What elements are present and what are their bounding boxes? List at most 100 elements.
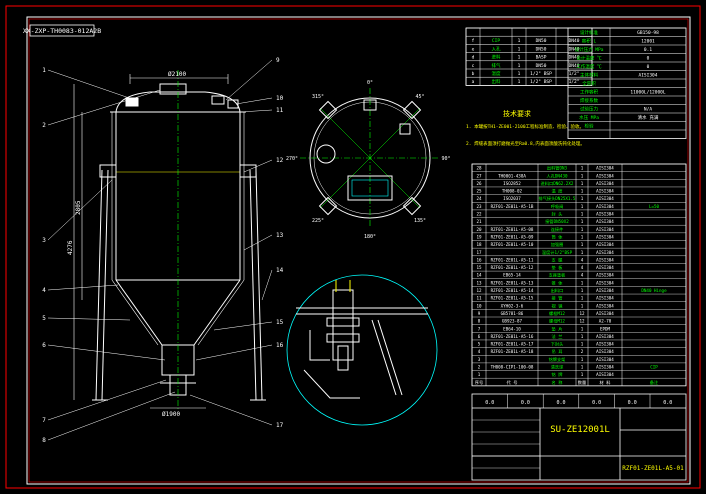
nozzle-cell: CIP <box>492 38 500 44</box>
parts-cell: 26 <box>476 181 482 186</box>
parts-cell: 呼吸阀 <box>551 203 564 210</box>
parts-cell: 2 <box>478 365 481 370</box>
param-value: 清水 充满 <box>638 114 659 121</box>
parts-cell: A2-70 <box>599 319 612 324</box>
nozzle-cell: 温度 <box>492 70 501 77</box>
parts-cell: RZF01-ZE01L-A5-13 <box>491 280 534 285</box>
detail-sight-glass <box>332 289 354 361</box>
leader-line <box>235 97 273 105</box>
parts-cell: 1 <box>581 326 584 331</box>
top-head <box>115 91 241 113</box>
param-label: 主体材料 <box>580 72 598 79</box>
parts-cell: 11 <box>476 296 482 301</box>
leader-line <box>195 344 273 361</box>
tb-cell: 0.0 <box>663 400 672 406</box>
plan-manhole <box>347 175 393 201</box>
manhole <box>159 83 187 95</box>
parts-cell: AISI304 <box>596 342 614 347</box>
parts-cell: 12 <box>579 319 585 324</box>
tech-item-2: 2. 焊缝表面须打磨抛光至Ra0.8,内表面须酸洗钝化处理。 <box>466 140 585 147</box>
nozzle-cell: DN50 <box>536 38 547 44</box>
parts-cell: 1 <box>581 242 584 247</box>
parts-cell: 1 <box>581 288 584 293</box>
dim-cylinder-height: 2805 <box>75 200 82 215</box>
leader-line <box>47 179 113 241</box>
dimensions <box>73 74 229 409</box>
parts-cell: 4 <box>581 273 584 278</box>
parts-cell: L=50 <box>649 204 660 209</box>
parts-cell: AISI304 <box>596 189 614 194</box>
parts-cell: 24 <box>476 196 482 201</box>
nozzle-cell: 排气 <box>492 62 501 69</box>
parts-cell: 22 <box>476 212 482 217</box>
plan-angle-label: 180° <box>364 234 376 240</box>
parts-cell: 1 <box>581 219 584 224</box>
parts-cell: 2 <box>581 349 584 354</box>
plan-cip-nozzle <box>316 144 336 164</box>
parts-cell: TH008-CIP1-100-08 <box>491 365 534 370</box>
parts-cell: 铭 牌 <box>552 371 563 378</box>
parts-cell: AISI304 <box>596 311 614 316</box>
parts-cell: 支 腿 <box>552 256 564 263</box>
dim-total-height: 4276 <box>67 240 74 255</box>
nozzle-cell: 进料 <box>492 54 501 61</box>
tech-requirements: 技术要求 1. 本罐按TH1-ZE001-2100工程标准制造、检验、验收。 2… <box>466 109 585 147</box>
parts-cell: 1 <box>581 365 584 370</box>
nozzle-cell: 1/2" BSP <box>530 71 552 77</box>
parts-cell: AISI304 <box>596 250 614 255</box>
detail-circle <box>286 274 438 426</box>
parts-cell: 螺栓M12 <box>549 310 565 317</box>
nozzle-cell: DN50 <box>536 63 547 69</box>
parts-cell: AISI304 <box>596 204 614 209</box>
param-label: 试验压力 <box>580 106 598 113</box>
leader-line <box>47 284 119 291</box>
parts-cell: RZF01-ZE01L-A5-09 <box>491 234 534 239</box>
parts-cell: 支座垫板 <box>549 272 567 279</box>
nozzle-cell: e <box>472 47 475 52</box>
callout-14: 14 <box>276 267 284 274</box>
parts-cell: AISI304 <box>596 334 614 339</box>
main-title: SU-ZE12001L <box>550 425 610 435</box>
parts-cell: 20 <box>476 227 482 232</box>
leader-line <box>47 89 161 126</box>
callout-2: 2 <box>42 122 46 129</box>
parts-cell: 25 <box>476 189 482 194</box>
parts-cell: 出料管DN3 <box>547 165 568 172</box>
param-value: AISI304 <box>639 73 658 79</box>
parts-cell: TH0001-438A <box>498 173 526 178</box>
parts-cell: DN40 Hinge <box>641 288 667 293</box>
title-block <box>471 393 687 481</box>
parts-cell: RZF01-ZE01L-A5-08 <box>491 227 534 232</box>
leader-line <box>47 317 131 321</box>
cone <box>115 279 241 346</box>
param-value: 0 <box>647 64 650 70</box>
nozzle-cell: 1 <box>518 79 521 85</box>
parts-cell: 接 管 <box>552 295 563 302</box>
parts-cell: 名 称 <box>552 379 563 386</box>
parts-cell: GB5781-86 <box>501 311 524 316</box>
nozzle-cell: a <box>472 80 475 85</box>
parts-cell: 4 <box>581 265 584 270</box>
parts-cell: 锥 体 <box>552 279 564 286</box>
parts-cell: 1 <box>581 227 584 232</box>
parts-cell: 12 <box>579 311 585 316</box>
parts-cell: AISI304 <box>596 303 614 308</box>
nozzle-cell: 1 <box>518 63 521 69</box>
parts-cell: 27 <box>476 173 482 178</box>
parts-cell: 3 <box>478 357 481 362</box>
parts-cell: AISI304 <box>596 219 614 224</box>
elevation-view <box>92 83 266 401</box>
nozzle-cell: DN40 <box>569 38 580 44</box>
parts-cell: 1 <box>581 334 584 339</box>
callout-10: 10 <box>276 95 284 102</box>
nozzle-cell: DN40 <box>569 55 580 61</box>
param-label: 设计温度 ℃ <box>576 55 602 62</box>
parts-cell: 垫 片 <box>552 325 563 332</box>
